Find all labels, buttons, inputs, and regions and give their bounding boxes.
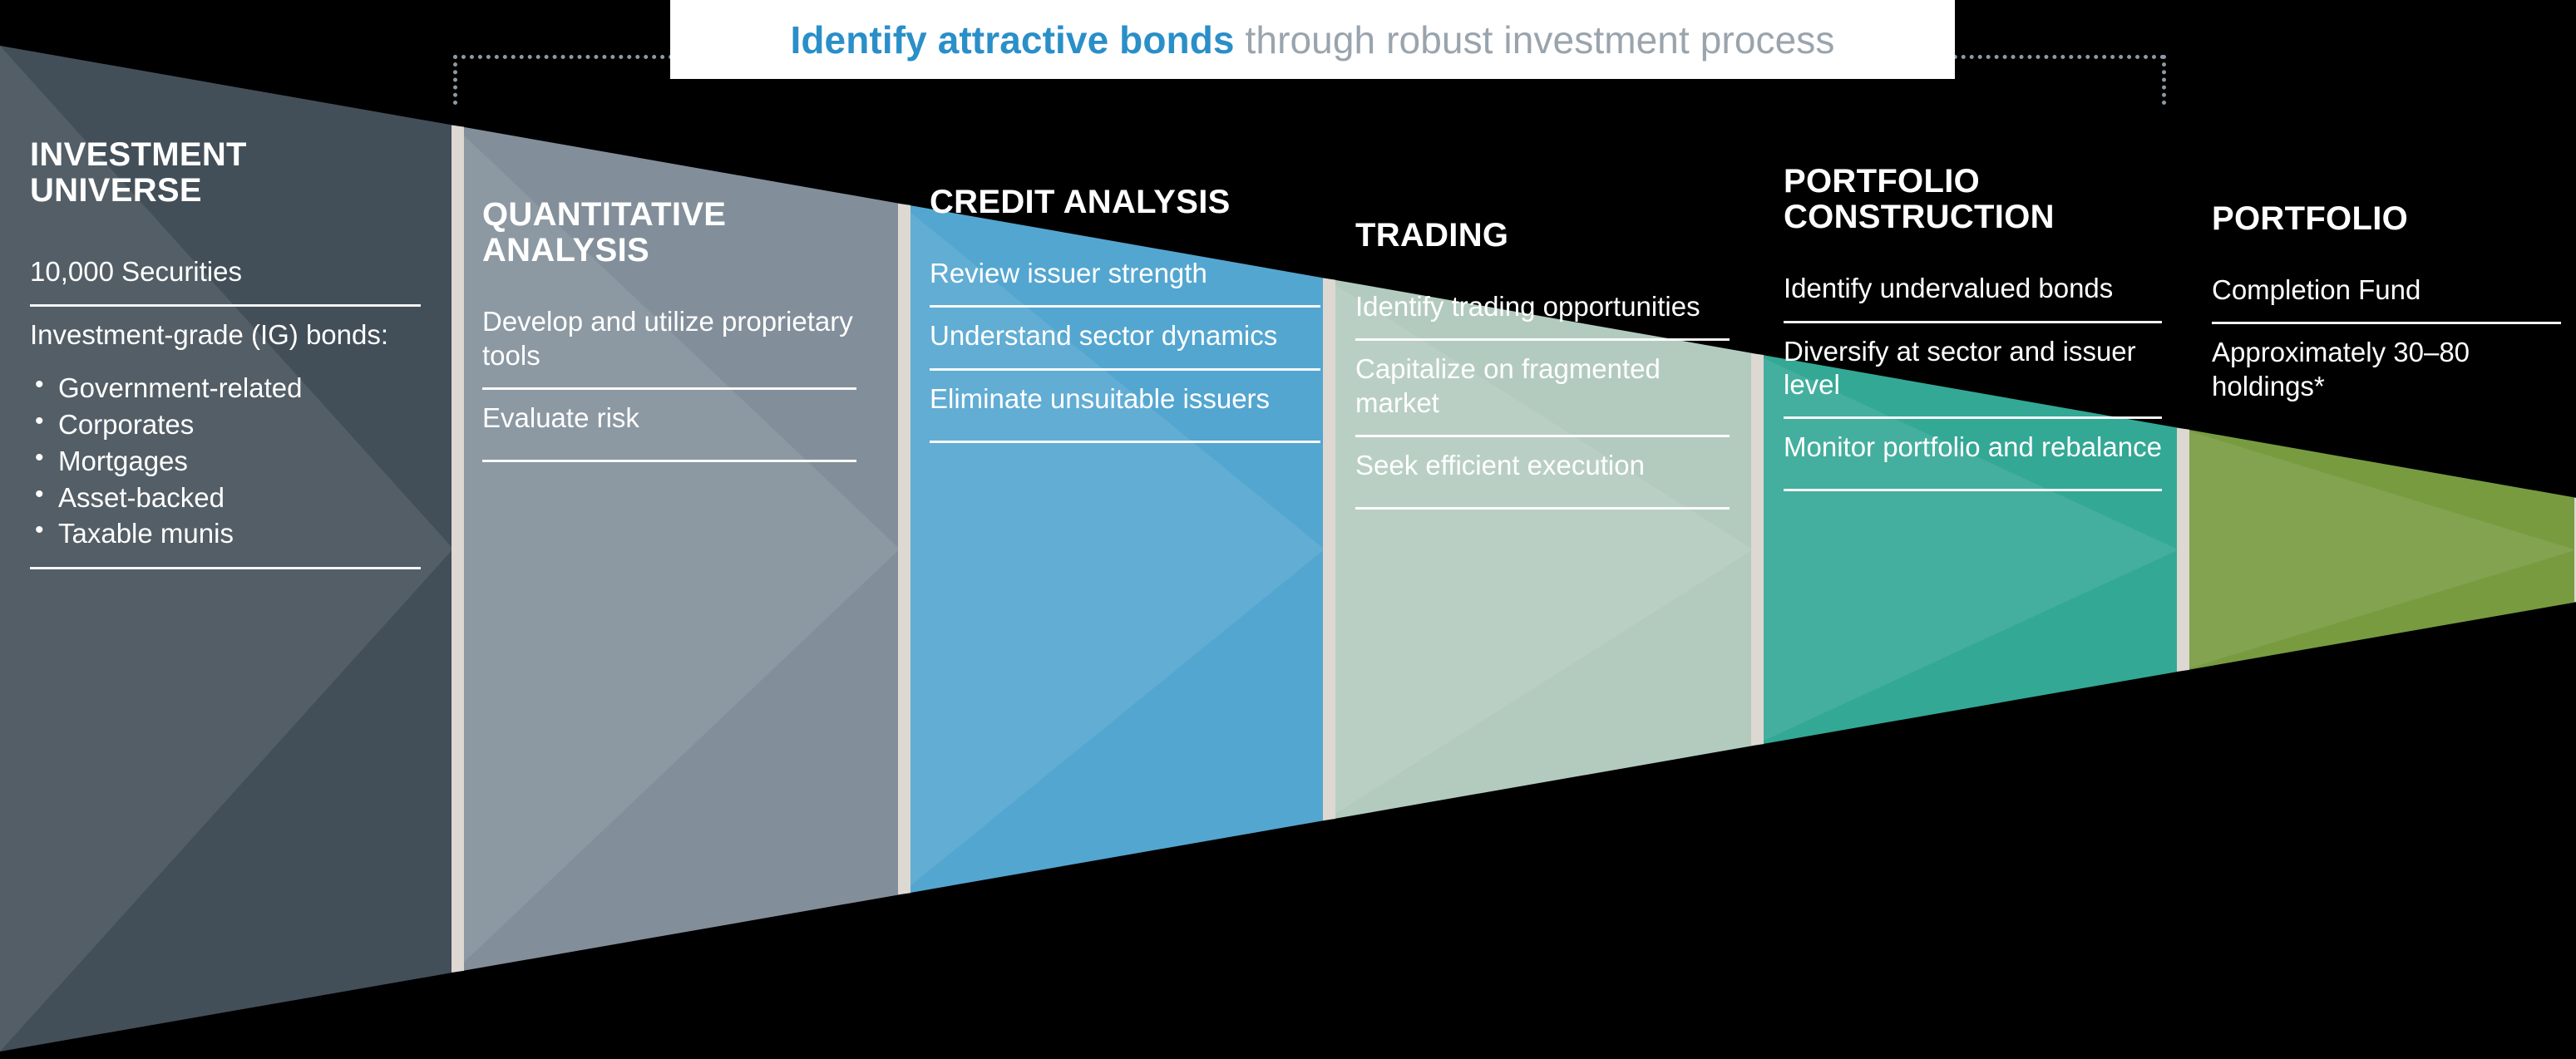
funnel-stage-separator xyxy=(898,203,910,895)
funnel-stage-heading: INVESTMENT UNIVERSE xyxy=(30,136,247,209)
title-strong: Identify attractive bonds xyxy=(790,17,1235,62)
funnel-stage-item: Monitor portfolio and rebalance xyxy=(1784,431,2162,463)
funnel-stage-item: Review issuer strength xyxy=(930,258,1207,289)
divider-rule xyxy=(30,303,421,307)
divider-rule xyxy=(930,305,1320,308)
divider-rule xyxy=(482,460,856,463)
divider-rule xyxy=(1784,489,2162,492)
funnel-stage-item: Approximately 30–80 holdings* xyxy=(2212,337,2470,401)
divider-rule xyxy=(1355,507,1730,510)
divider-rule xyxy=(1784,320,2162,323)
list-item: Corporates xyxy=(30,405,421,443)
funnel-stage-fill xyxy=(453,125,900,973)
divider-rule xyxy=(1784,416,2162,420)
slide-title: Identify attractive bonds through robust… xyxy=(670,0,1955,79)
funnel-stage-trading[interactable] xyxy=(1325,278,1753,821)
funnel-stage-item: Completion Fund xyxy=(2212,274,2421,306)
funnel-stage-item: Capitalize on fragmented market xyxy=(1355,353,1661,418)
list-item: Asset-backed xyxy=(30,478,421,516)
title-rest: through robust investment process xyxy=(1234,17,1835,62)
funnel-stage-item: Understand sector dynamics xyxy=(930,320,1278,352)
funnel-stage-heading: CREDIT ANALYSIS xyxy=(930,184,1231,220)
funnel-stage-portfolio[interactable] xyxy=(2179,427,2576,672)
funnel-stage-fill xyxy=(900,203,1325,895)
funnel-stage-item: Diversify at sector and issuer level xyxy=(1784,335,2136,400)
funnel-stage-heading: PORTFOLIO xyxy=(2212,200,2409,237)
funnel-stage-chevron xyxy=(1325,278,1753,821)
divider-rule xyxy=(30,567,421,570)
funnel-stage-separator xyxy=(2574,497,2576,603)
funnel-stage-quantitative-analysis[interactable] xyxy=(453,125,900,973)
funnel-stage-content-quantitative-analysis: QUANTITATIVE ANALYSIS Develop and utilize… xyxy=(482,196,856,463)
funnel-stage-heading: TRADING xyxy=(1355,217,1509,254)
divider-rule xyxy=(1355,434,1730,437)
funnel-stage-separator xyxy=(1323,278,1335,821)
funnel-stage-item: Identify trading opportunities xyxy=(1355,291,1700,323)
funnel-stage-separator xyxy=(452,125,464,973)
funnel-stage-item: Investment-grade (IG) bonds: xyxy=(30,318,389,350)
funnel-stage-item: Evaluate risk xyxy=(482,401,639,433)
funnel-stage-bullet-list: Government-relatedCorporatesMortgagesAss… xyxy=(30,368,421,552)
funnel-stage-heading: QUANTITATIVE ANALYSIS xyxy=(482,196,727,269)
divider-rule xyxy=(930,440,1320,443)
funnel-stage-heading: PORTFOLIO CONSTRUCTION xyxy=(1784,163,2055,236)
funnel-stage-credit-analysis[interactable] xyxy=(900,203,1325,895)
divider-rule xyxy=(930,367,1320,371)
funnel-stage-item: Eliminate unsuitable issuers xyxy=(930,382,1271,414)
funnel-stage-separator xyxy=(2177,427,2189,672)
funnel-stage-chevron xyxy=(2179,427,2576,672)
list-item: Government-related xyxy=(30,368,421,406)
list-item: Mortgages xyxy=(30,441,421,480)
funnel-stage-content-portfolio-construction: PORTFOLIO CONSTRUCTION Identify undervalu… xyxy=(1784,163,2162,492)
funnel-stage-item: Identify undervalued bonds xyxy=(1784,273,2114,304)
funnel-stage-item: Seek efficient execution xyxy=(1355,449,1645,480)
funnel-stage-fill xyxy=(1325,278,1753,821)
divider-rule xyxy=(1355,338,1730,342)
divider-rule xyxy=(482,387,856,390)
list-item: Taxable munis xyxy=(30,514,421,552)
funnel-stage-separator xyxy=(1751,352,1764,746)
divider-rule xyxy=(2212,322,2561,325)
funnel-stage-item: Develop and utilize proprietary tools xyxy=(482,306,853,371)
title-text: Identify attractive bonds through robust… xyxy=(790,21,1834,59)
funnel-stage-item: 10,000 Securities xyxy=(30,256,242,288)
